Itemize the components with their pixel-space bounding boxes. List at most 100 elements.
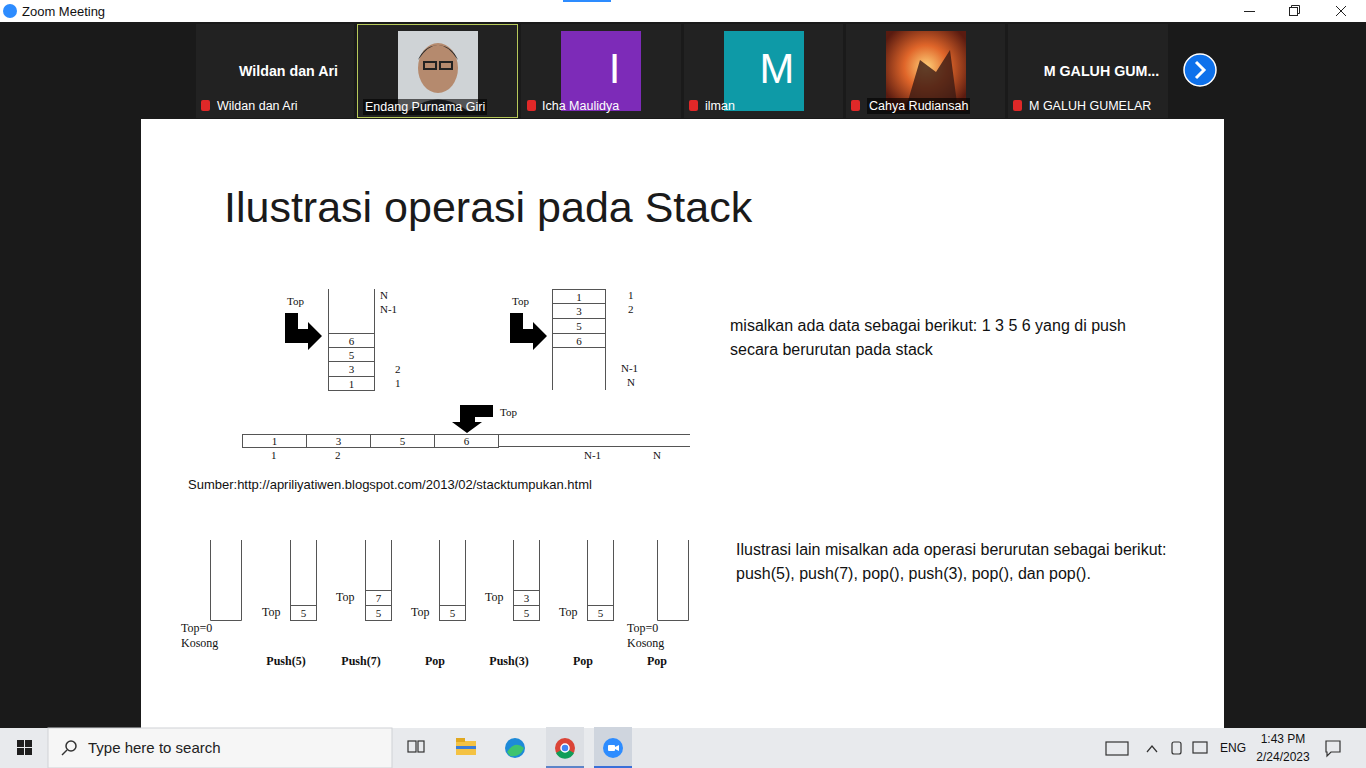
- stack-cell: 5: [328, 347, 375, 362]
- stack-label: 2: [395, 363, 401, 376]
- stack-label: 1: [395, 377, 401, 390]
- stack-label: Top: [411, 605, 430, 619]
- stack-label: 2: [628, 303, 634, 316]
- title-bar: [0, 0, 1366, 22]
- explorer-icon: [456, 738, 476, 755]
- participant-name: M GALUH GUMELAR: [1029, 98, 1151, 114]
- stack-label: Top: [500, 406, 517, 419]
- stack-cell: 1: [552, 289, 606, 304]
- search-box: [48, 728, 392, 768]
- stack-label: 1: [271, 449, 277, 462]
- taskbar-text: 2/24/2023: [1250, 750, 1316, 764]
- stack-cell: 3: [306, 434, 371, 448]
- participant-name: Endang Purnama Giri: [363, 99, 487, 115]
- stack-label: Top: [559, 605, 578, 619]
- operation-label: Push(7): [329, 654, 393, 668]
- stack-containers: [211, 540, 689, 621]
- operation-label: Push(3): [477, 654, 541, 668]
- operation-label: Push(5): [254, 654, 318, 668]
- stack-label: Kosong: [181, 636, 218, 650]
- taskbar-text: 1:43 PM: [1252, 732, 1314, 746]
- stack-cell: 1: [242, 434, 307, 448]
- cell-value: 7: [376, 592, 382, 604]
- stack-label: Top=0: [181, 621, 212, 635]
- taskbar-text: Type here to search: [88, 739, 221, 757]
- cell-value: 5: [524, 607, 530, 619]
- stack-label: Top: [512, 295, 529, 308]
- taskbar: [0, 728, 1366, 768]
- stack-cell: 6: [434, 434, 499, 448]
- edge-icon: [505, 738, 525, 758]
- stack-label: N-1: [584, 449, 601, 462]
- participant-name: ilman: [705, 98, 735, 114]
- stack-label: Top: [287, 295, 304, 308]
- slide-text: Ilustrasi lain misalkan ada operasi beru…: [736, 538, 1181, 586]
- source-note: Sumber:http://apriliyatiwen.blogspot.com…: [188, 477, 592, 493]
- participant-name: Icha Maulidya: [542, 98, 619, 114]
- cell-value: 5: [376, 607, 382, 619]
- stack-cell: 3: [328, 361, 375, 377]
- stack-cell: 6: [552, 333, 606, 348]
- stack-label: N-1: [380, 303, 397, 316]
- stack-label: Top: [485, 590, 504, 604]
- cell-value: 1: [272, 435, 278, 447]
- search-icon: [62, 741, 76, 755]
- cell-value: 3: [524, 592, 530, 604]
- top-marker: [563, 0, 611, 2]
- stack-frames: [242, 289, 690, 447]
- stack-cell: 5: [513, 605, 540, 621]
- stack-label: Top: [262, 605, 281, 619]
- cell-value: 5: [349, 349, 355, 361]
- cell-value: 3: [336, 435, 342, 447]
- cell-value: 6: [576, 335, 582, 347]
- task-view-icon: [408, 741, 424, 752]
- operation-label: Pop: [551, 654, 615, 668]
- stack-label: Top: [336, 590, 355, 604]
- slide: [141, 119, 1224, 728]
- cell-value: 5: [576, 320, 582, 332]
- cell-value: 3: [576, 305, 582, 317]
- operation-label: Pop: [403, 654, 467, 668]
- zoom-icon: [3, 4, 17, 18]
- slide-text: misalkan ada data sebagai berikut: 1 3 5…: [730, 314, 1178, 362]
- cell-value: 6: [349, 335, 355, 347]
- avatar-letter: I: [521, 41, 708, 97]
- stack-cell: 7: [365, 590, 392, 606]
- display-name: M GALUH GUM...: [1008, 61, 1195, 81]
- cell-value: 6: [464, 435, 470, 447]
- participant-name: Cahya Rudiansah: [867, 98, 970, 114]
- stack-label: 1: [628, 289, 634, 302]
- participant-tile: M GALUH GUM... M GALUH GUMELAR: [1008, 24, 1195, 118]
- stack-label: N: [627, 376, 635, 389]
- cell-value: 1: [576, 291, 582, 303]
- stack-label: N-1: [621, 362, 638, 375]
- top-arrows: [285, 313, 547, 433]
- participant-tile: Endang Purnama Giri: [357, 24, 518, 118]
- display-name: Wildan dan Ari: [196, 61, 381, 81]
- window-title: Zoom Meeting: [22, 4, 105, 20]
- cell-value: 5: [301, 607, 307, 619]
- participant-tile: IIcha Maulidya: [521, 24, 708, 118]
- zoom-task-icon: [594, 727, 632, 768]
- participant-tile: Wildan dan AriWildan dan Ari: [196, 24, 381, 118]
- stack-label: Kosong: [627, 636, 664, 650]
- cell-value: 5: [400, 435, 406, 447]
- stack-cell: 5: [552, 318, 606, 334]
- stack-label: N: [380, 289, 388, 302]
- stack-cell: 3: [513, 590, 540, 606]
- stack-label: Top=0: [627, 621, 658, 635]
- cell-value: 5: [450, 607, 456, 619]
- tile-grounds: [196, 24, 1168, 118]
- chrome-icon: [546, 727, 584, 768]
- slide-title: Ilustrasi operasi pada Stack: [224, 183, 752, 232]
- operation-label: Pop: [625, 654, 689, 668]
- stack-cell: 5: [370, 434, 435, 448]
- stack-cell: 3: [552, 303, 606, 319]
- window-buttons: [1244, 6, 1346, 17]
- taskbar-text: ENG: [1220, 741, 1246, 755]
- cell-value: 5: [598, 607, 604, 619]
- avatar-letter: M: [684, 41, 870, 97]
- stack-cell: 5: [365, 605, 392, 621]
